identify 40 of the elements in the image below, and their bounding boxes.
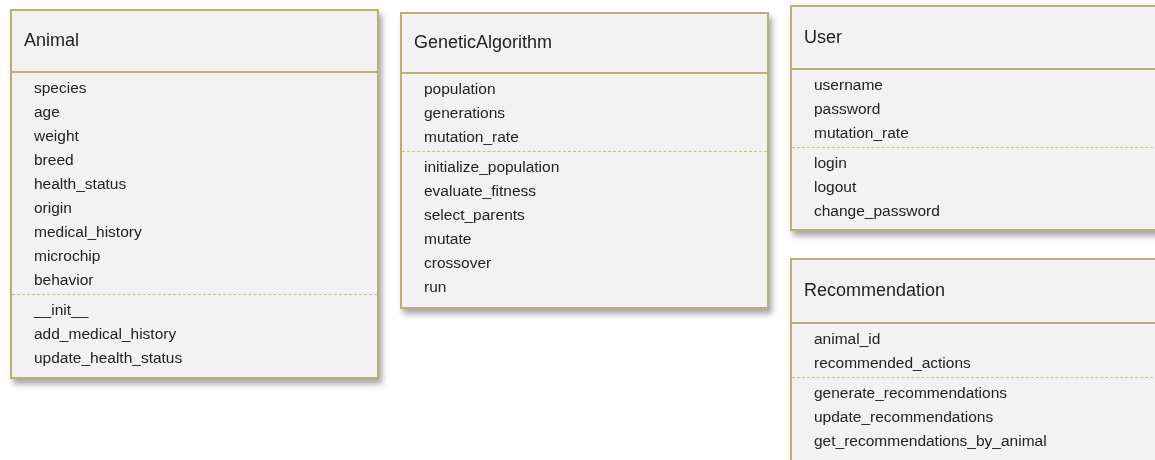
class-name: User: [804, 26, 842, 48]
attribute-text: password: [814, 99, 881, 119]
attribute-text: weight: [34, 126, 79, 146]
class-box: [790, 5, 1155, 231]
method-text: update_recommendations: [814, 407, 994, 427]
method-text: generate_recommendations: [814, 383, 1007, 403]
attribute-text: mutation_rate: [424, 127, 519, 147]
attribute-text: health_status: [34, 174, 127, 194]
method-text: mutate: [424, 229, 472, 249]
method-text: update_health_status: [34, 348, 183, 368]
method-text: crossover: [424, 253, 492, 273]
attribute-text: origin: [34, 198, 72, 218]
attribute-text: breed: [34, 150, 74, 170]
class-box: [10, 9, 379, 379]
attribute-text: mutation_rate: [814, 123, 909, 143]
class-name: Animal: [24, 30, 80, 51]
attribute-text: behavior: [34, 270, 94, 290]
method-text: select_parents: [424, 205, 525, 225]
class-box: [400, 12, 769, 309]
attribute-text: species: [34, 78, 87, 98]
method-text: run: [424, 277, 447, 297]
method-text: evaluate_fitness: [424, 181, 537, 201]
method-text: initialize_population: [424, 157, 560, 177]
attribute-text: age: [34, 102, 60, 122]
attribute-text: microchip: [34, 246, 101, 266]
class-name: Recommendation: [804, 280, 946, 301]
class-name: GeneticAlgorithm: [414, 32, 553, 53]
attribute-text: population: [424, 79, 496, 99]
method-text: login: [814, 153, 847, 173]
attribute-text: recommended_actions: [814, 353, 971, 373]
method-text: logout: [814, 177, 857, 197]
attribute-text: generations: [424, 103, 505, 123]
class-box: [790, 258, 1155, 460]
method-text: get_recommendations_by_animal: [814, 431, 1047, 451]
attribute-text: animal_id: [814, 329, 881, 349]
attribute-text: medical_history: [34, 222, 142, 242]
attribute-text: username: [814, 75, 883, 95]
method-text: __init__: [34, 300, 89, 320]
method-text: add_medical_history: [34, 324, 177, 344]
method-text: change_password: [814, 201, 940, 221]
